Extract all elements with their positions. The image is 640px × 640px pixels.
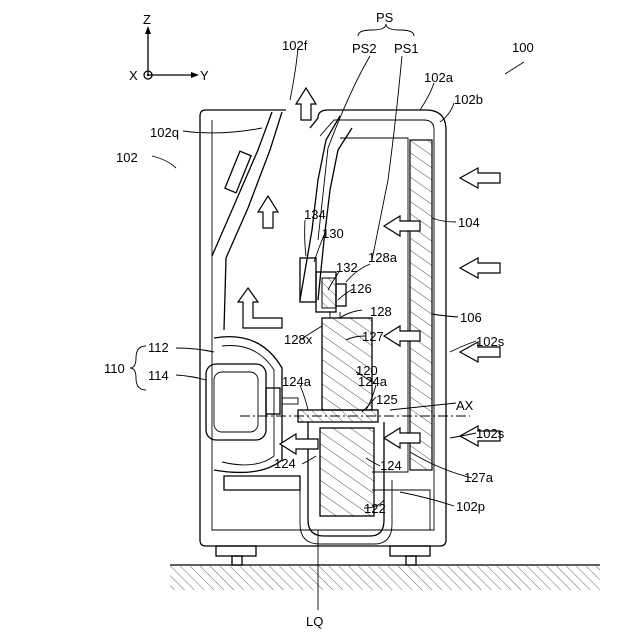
label-126: 126 <box>350 281 372 296</box>
label-122: 122 <box>364 501 386 516</box>
ps-bracket <box>358 24 414 36</box>
arrow-left-1 <box>460 168 500 188</box>
label-lq: LQ <box>306 614 323 629</box>
label-124-right: 124 <box>380 458 402 473</box>
arrow-up-1 <box>296 88 316 120</box>
label-112: 112 <box>148 340 169 355</box>
label-ax: AX <box>456 398 474 413</box>
label-124-left: 124 <box>274 456 296 471</box>
label-102a: 102a <box>424 70 454 85</box>
arrow-left-2 <box>460 258 500 278</box>
label-102p: 102p <box>456 499 485 514</box>
label-104: 104 <box>458 215 480 230</box>
label-114: 114 <box>148 368 169 383</box>
label-124a-left: 124a <box>282 374 312 389</box>
arrow-up-2 <box>258 196 278 228</box>
ground <box>170 565 600 590</box>
label-ps: PS <box>376 10 394 25</box>
label-134: 134 <box>304 207 326 222</box>
z-axis-label: Z <box>143 12 151 27</box>
column-127 <box>240 318 470 544</box>
label-124a-right: 124a <box>358 374 388 389</box>
label-127: 127 <box>362 329 384 344</box>
label-102b: 102b <box>454 92 483 107</box>
y-axis-label: Y <box>200 68 209 83</box>
label-128x: 128x <box>284 332 313 347</box>
label-110: 110 <box>104 361 125 376</box>
axis-indicator: Z Y X <box>129 12 209 83</box>
label-ps1: PS1 <box>394 41 419 56</box>
arrow-mid <box>280 434 318 454</box>
label-102q: 102q <box>150 125 179 140</box>
label-125: 125 <box>376 392 398 407</box>
110-bracket <box>130 346 146 390</box>
label-102f: 102f <box>282 38 308 53</box>
label-100: 100 <box>512 40 534 55</box>
label-106: 106 <box>460 310 482 325</box>
label-130: 130 <box>322 226 344 241</box>
label-127a: 127a <box>464 470 494 485</box>
label-102s-upper: 102s <box>476 334 505 349</box>
label-132: 132 <box>336 260 358 275</box>
label-102s-lower: 102s <box>476 426 505 441</box>
label-102: 102 <box>116 150 138 165</box>
label-128: 128 <box>370 304 392 319</box>
arrow-up-motor <box>238 288 282 328</box>
label-128a: 128a <box>368 250 398 265</box>
label-ps2: PS2 <box>352 41 377 56</box>
x-axis-label: X <box>129 68 138 83</box>
